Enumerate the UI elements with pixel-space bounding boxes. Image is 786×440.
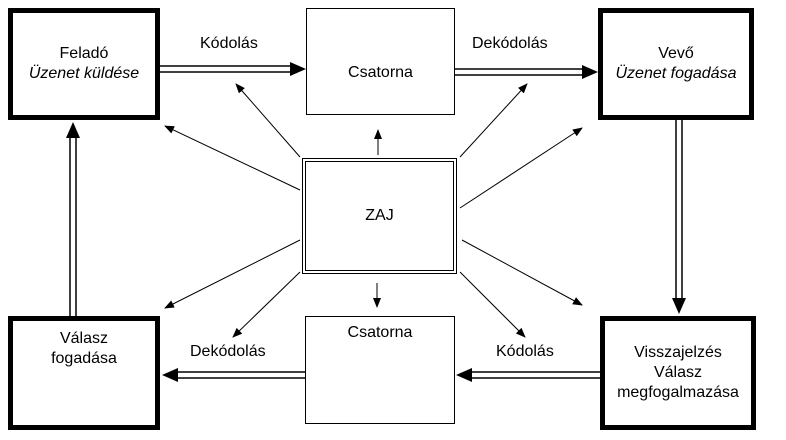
channel-top-box: Csatorna	[306, 8, 455, 115]
channel-bottom-label: Csatorna	[347, 324, 413, 341]
edge-label-encode-bottom: Kódolás	[496, 343, 554, 360]
noise-arrow-bottom-right-link	[459, 271, 526, 338]
noise-arrows	[164, 83, 583, 338]
receiver-subtitle: Üzenet fogadása	[615, 65, 737, 82]
edge-label-decode-bottom: Dekódolás	[190, 343, 266, 360]
sender-subtitle: Üzenet küldése	[28, 65, 140, 82]
flow-channel-to-receiver	[455, 65, 598, 79]
channel-top-label: Csatorna	[348, 63, 413, 81]
sender-title: Feladó	[59, 45, 109, 62]
sender-box: Feladó Üzenet küldése	[8, 8, 160, 120]
noise-arrow-feedback	[461, 239, 583, 306]
noise-arrow-top-left-link	[235, 83, 301, 158]
feedback-line1: Visszajelzés	[634, 344, 722, 361]
reply-line1: Válasz	[59, 330, 109, 347]
flow-receiver-to-feedback	[672, 120, 686, 314]
flow-channel-to-reply	[162, 368, 305, 382]
feedback-line3: megfogalmazása	[617, 384, 739, 401]
noise-arrow-sender	[164, 125, 301, 191]
noise-arrow-receiver	[459, 127, 583, 209]
flow-reply-to-sender	[66, 122, 80, 316]
flow-feedback-to-channel	[456, 368, 600, 382]
receiver-title: Vevő	[658, 45, 694, 62]
channel-bottom-box: Csatorna	[305, 316, 455, 424]
noise-label: ZAJ	[365, 207, 394, 224]
noise-arrow-reply	[164, 239, 301, 309]
flow-sender-to-channel	[160, 62, 306, 76]
noise-arrow-bottom-left-link	[232, 271, 301, 338]
receiver-box: Vevő Üzenet fogadása	[598, 8, 754, 120]
feedback-box: Visszajelzés Válasz megfogalmazása	[600, 316, 756, 430]
edge-label-decode-top: Dekódolás	[472, 35, 548, 52]
reply-line2: fogadása	[51, 350, 117, 367]
edge-label-encode-top: Kódolás	[200, 35, 258, 52]
noise-box: ZAJ	[302, 158, 457, 274]
noise-arrow-top-right-link	[459, 83, 528, 158]
reply-box: Válasz fogadása	[8, 316, 160, 430]
feedback-line2: Válasz	[653, 364, 703, 381]
